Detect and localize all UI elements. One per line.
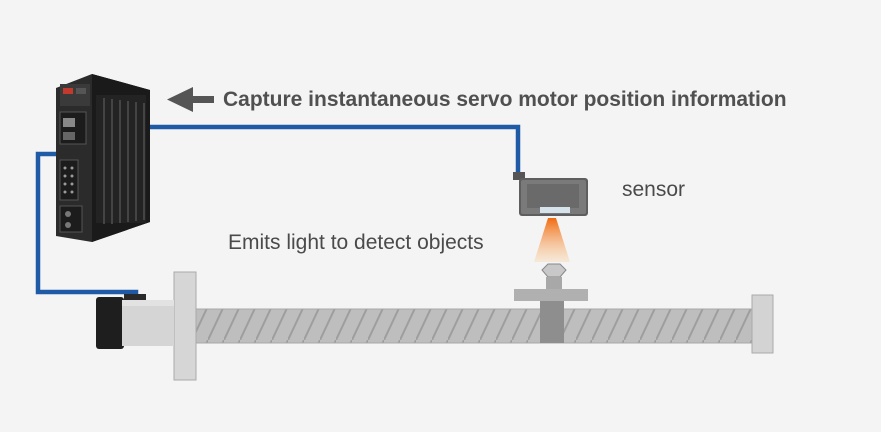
servo-drive-icon bbox=[56, 74, 150, 242]
sensor-label: sensor bbox=[622, 178, 686, 201]
end-support bbox=[751, 294, 774, 354]
arrow-left-icon bbox=[167, 87, 214, 112]
light-beam bbox=[534, 218, 570, 262]
sensor-cable bbox=[76, 124, 521, 172]
emit-label: Emits light to detect objects bbox=[228, 231, 484, 254]
caption-text: Capture instantaneous servo motor positi… bbox=[223, 88, 787, 111]
ball-screw bbox=[195, 308, 753, 344]
screw-nut bbox=[540, 301, 564, 343]
mounting-plate bbox=[173, 271, 197, 381]
servo-motor-icon bbox=[96, 294, 174, 349]
photoelectric-sensor-icon bbox=[513, 172, 588, 216]
